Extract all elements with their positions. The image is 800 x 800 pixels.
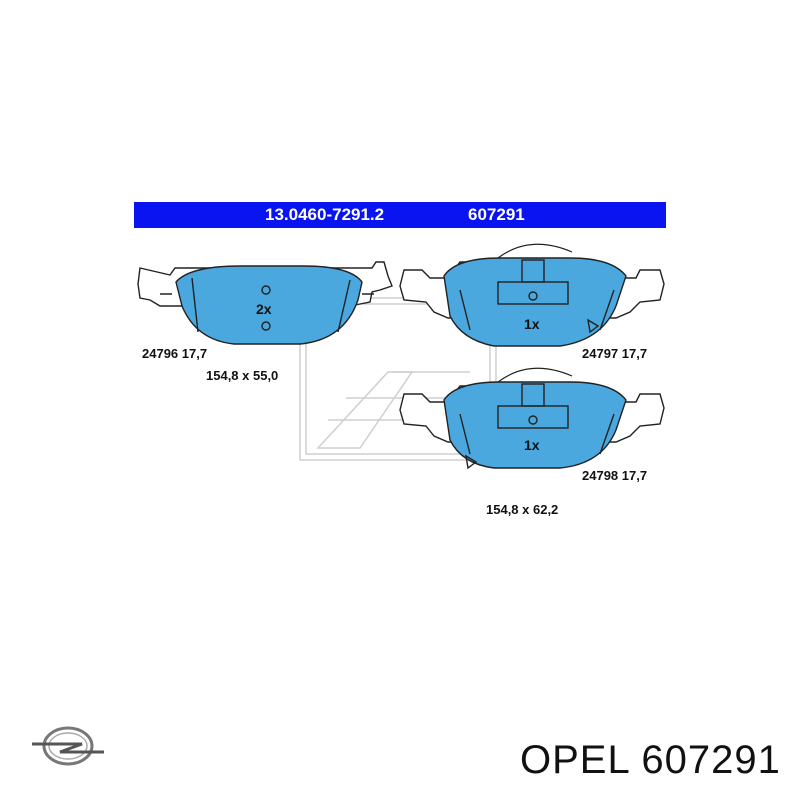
pad-3-code: 24798: [582, 468, 619, 483]
footer-part: 607291: [641, 738, 781, 782]
pad-3-thickness: 17,7: [621, 468, 648, 483]
pad-3-code-label: 24798 17,7: [582, 468, 647, 483]
pad-1-dimensions: 154,8 x 55,0: [206, 368, 279, 383]
pad-2-quantity: 1x: [524, 316, 540, 332]
reference-number: 607291: [468, 205, 525, 224]
opel-logo-icon: [32, 726, 104, 766]
part-number: 13.0460-7291.2: [265, 205, 385, 224]
pad-1-code: 24796: [142, 346, 179, 361]
brake-pad-3: [399, 367, 665, 470]
footer-brand: OPEL: [520, 738, 630, 782]
pad-3-quantity: 1x: [524, 437, 540, 453]
pad-2-code-label: 24797 17,7: [582, 346, 647, 361]
pad-2-thickness: 17,7: [621, 346, 648, 361]
pad-1-code-label: 24796 17,7: [142, 346, 207, 361]
ate-watermark-icon: [299, 297, 497, 461]
footer-title: OPEL 607291: [520, 738, 781, 783]
brake-pad-1: [137, 261, 393, 345]
pad-1-quantity: 2x: [256, 301, 272, 317]
part-header-bar: 13.0460-7291.2 607291: [134, 202, 666, 228]
brake-pad-2: [399, 243, 665, 347]
pad-1-thickness: 17,7: [181, 346, 208, 361]
pad-3-dimensions: 154,8 x 62,2: [486, 502, 559, 517]
pad-2-code: 24797: [582, 346, 619, 361]
